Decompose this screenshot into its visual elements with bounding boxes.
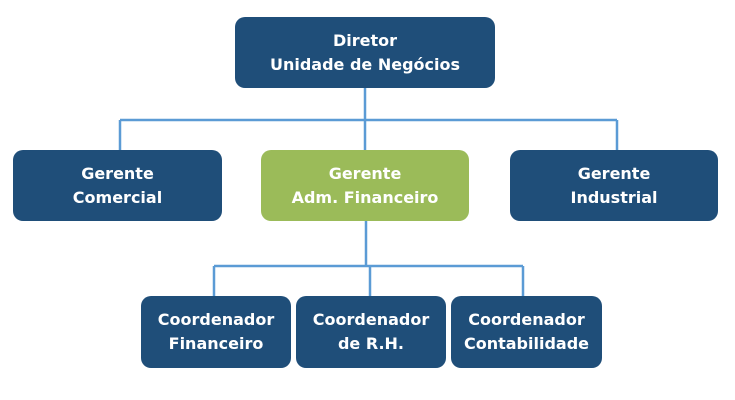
gerente-adm-financeiro-area: Adm. Financeiro	[291, 187, 439, 207]
coordenador-contabilidade-box: Coordenador Contabilidade	[451, 296, 602, 368]
director-unit: Unidade de Negócios	[269, 54, 461, 74]
coordenador-financeiro-title: Coordenador	[157, 310, 275, 329]
gerente-comercial-box: Gerente Comercial	[13, 150, 222, 221]
coordenador-financeiro-box: Coordenador Financeiro	[141, 296, 291, 368]
gerente-adm-financeiro-title: Gerente	[328, 163, 402, 183]
gerente-industrial-box: Gerente Industrial	[510, 150, 718, 221]
director-title: Diretor	[332, 30, 398, 50]
coordenador-contabilidade-title: Coordenador	[468, 310, 585, 329]
coordenador-rh-area: de R.H.	[337, 334, 405, 353]
coordenador-rh-title: Coordenador	[312, 310, 430, 329]
gerente-industrial-area: Industrial	[570, 187, 658, 207]
coordenador-rh-box: Coordenador de R.H.	[296, 296, 446, 368]
gerente-comercial-area: Comercial	[72, 187, 163, 207]
coordenador-contabilidade-area: Contabilidade	[463, 334, 590, 353]
gerente-industrial-title: Gerente	[577, 163, 651, 183]
director-box: Diretor Unidade de Negócios	[235, 17, 495, 88]
gerente-comercial-title: Gerente	[81, 163, 154, 183]
coordenador-financeiro-area: Financeiro	[168, 334, 264, 353]
gerente-adm-financeiro-box: Gerente Adm. Financeiro	[261, 150, 469, 221]
